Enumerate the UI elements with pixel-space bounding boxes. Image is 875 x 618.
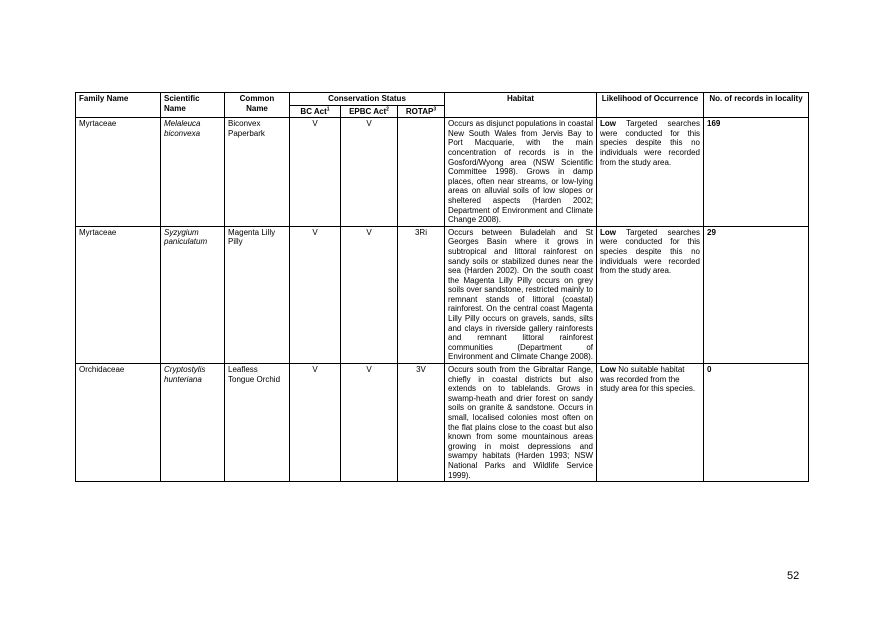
common-name-cell: Leafless Tongue Orchid	[224, 363, 290, 483]
page-number: 52	[787, 570, 800, 582]
habitat-cell: Occurs between Buladelah and St Georges …	[444, 225, 597, 365]
table-header: Family Name Scientific Name Common Name …	[75, 91, 809, 119]
scientific-name-cell: Melaleuca biconvexa	[160, 117, 225, 227]
header-bc-act: BC Act1	[289, 104, 341, 119]
rotap-cell: 3Ri	[397, 225, 445, 365]
rotap-cell	[397, 117, 445, 227]
header-rotap: ROTAP3	[397, 104, 445, 119]
family-cell: Myrtaceae	[75, 225, 161, 365]
records-cell: 29	[703, 225, 809, 365]
header-likelihood: Likelihood of Occurrence	[596, 91, 704, 119]
header-epbc-act-label: EPBC Act	[349, 106, 387, 116]
table-body: Myrtaceae Melaleuca biconvexa Biconvex P…	[75, 117, 809, 483]
header-epbc-act-footnote: 2	[386, 105, 389, 112]
threatened-species-table: Family Name Scientific Name Common Name …	[75, 91, 809, 483]
likelihood-cell: Low Targeted searches were conducted for…	[596, 117, 704, 227]
likelihood-text: No suitable habitat was recorded from th…	[600, 365, 696, 394]
bc-act-cell: V	[289, 363, 341, 483]
likelihood-text: Targeted searches were conducted for thi…	[600, 227, 700, 276]
common-name-cell: Biconvex Paperbark	[224, 117, 290, 227]
family-cell: Orchidaceae	[75, 363, 161, 483]
header-rotap-label: ROTAP	[405, 106, 434, 116]
rotap-cell: 3V	[397, 363, 445, 483]
header-conservation-status: Conservation Status	[289, 92, 445, 106]
bc-act-cell: V	[289, 117, 341, 227]
likelihood-label: Low	[600, 365, 616, 375]
epbc-act-cell: V	[340, 225, 398, 365]
bc-act-cell: V	[289, 225, 341, 365]
scientific-name-cell: Syzygium paniculatum	[160, 225, 225, 365]
likelihood-cell: Low No suitable habitat was recorded fro…	[596, 363, 704, 483]
epbc-act-cell: V	[340, 363, 398, 483]
likelihood-text: Targeted searches were conducted for thi…	[600, 119, 700, 167]
records-cell: 0	[703, 363, 809, 483]
header-rotap-footnote: 3	[433, 105, 437, 112]
epbc-act-cell: V	[340, 117, 398, 227]
table-row: Myrtaceae Syzygium paniculatum Magenta L…	[75, 225, 809, 365]
header-epbc-act: EPBC Act2	[340, 104, 398, 119]
header-scientific-name: Scientific Name	[160, 91, 225, 119]
header-bc-act-label: BC Act	[300, 106, 327, 116]
header-records: No. of records in locality	[703, 91, 809, 119]
likelihood-cell: Low Targeted searches were conducted for…	[596, 225, 704, 365]
family-cell: Myrtaceae	[75, 117, 161, 227]
records-cell: 169	[703, 117, 809, 227]
header-bc-act-footnote: 1	[326, 105, 330, 112]
common-name-cell: Magenta Lilly Pilly	[224, 225, 290, 365]
scientific-name-cell: Cryptostylis hunteriana	[160, 363, 225, 483]
header-common-name: Common Name	[224, 91, 290, 119]
likelihood-label: Low	[600, 119, 616, 129]
header-habitat: Habitat	[444, 91, 597, 119]
table-row: Orchidaceae Cryptostylis hunteriana Leaf…	[75, 363, 809, 483]
likelihood-label: Low	[600, 227, 616, 237]
table-row: Myrtaceae Melaleuca biconvexa Biconvex P…	[75, 117, 809, 227]
header-family-name: Family Name	[75, 91, 161, 119]
habitat-cell: Occurs as disjunct populations in coasta…	[444, 117, 597, 227]
habitat-cell: Occurs south from the Gibraltar Range, c…	[444, 363, 597, 483]
